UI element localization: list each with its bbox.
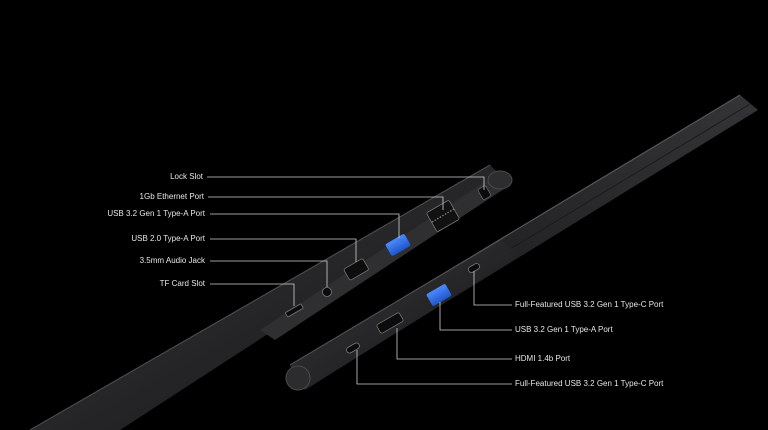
audio-jack-icon [322, 287, 332, 297]
hdmi-port-icon [376, 312, 404, 334]
leader-lines-right [356, 271, 512, 385]
label-audio-jack: 3.5mm Audio Jack [139, 256, 205, 265]
usb32-type-a-left-icon [385, 234, 411, 256]
label-usb-c-top: Full-Featured USB 3.2 Gen 1 Type-C Port [515, 300, 664, 309]
label-hdmi-port: HDMI 1.4b Port [515, 354, 571, 363]
label-lock-slot: Lock Slot [170, 172, 203, 181]
usb-c-bottom-icon [346, 342, 360, 354]
label-usb20-type-a: USB 2.0 Type-A Port [131, 234, 205, 243]
label-ethernet-port: 1Gb Ethernet Port [139, 192, 204, 201]
label-usb32-type-a-left: USB 3.2 Gen 1 Type-A Port [107, 209, 205, 218]
usb32-type-a-right-icon [426, 284, 452, 306]
label-usb-c-bottom: Full-Featured USB 3.2 Gen 1 Type-C Port [515, 379, 664, 388]
leader-lines-left [207, 176, 485, 306]
tf-card-slot-icon [285, 303, 304, 318]
usb20-type-a-icon [343, 258, 369, 281]
label-tf-card-slot: TF Card Slot [159, 279, 205, 288]
ethernet-port-icon [426, 200, 460, 232]
lock-slot-icon [477, 185, 491, 200]
label-usb32-type-a-right: USB 3.2 Gen 1 Type-A Port [515, 325, 613, 334]
usb-c-top-icon [468, 263, 480, 273]
